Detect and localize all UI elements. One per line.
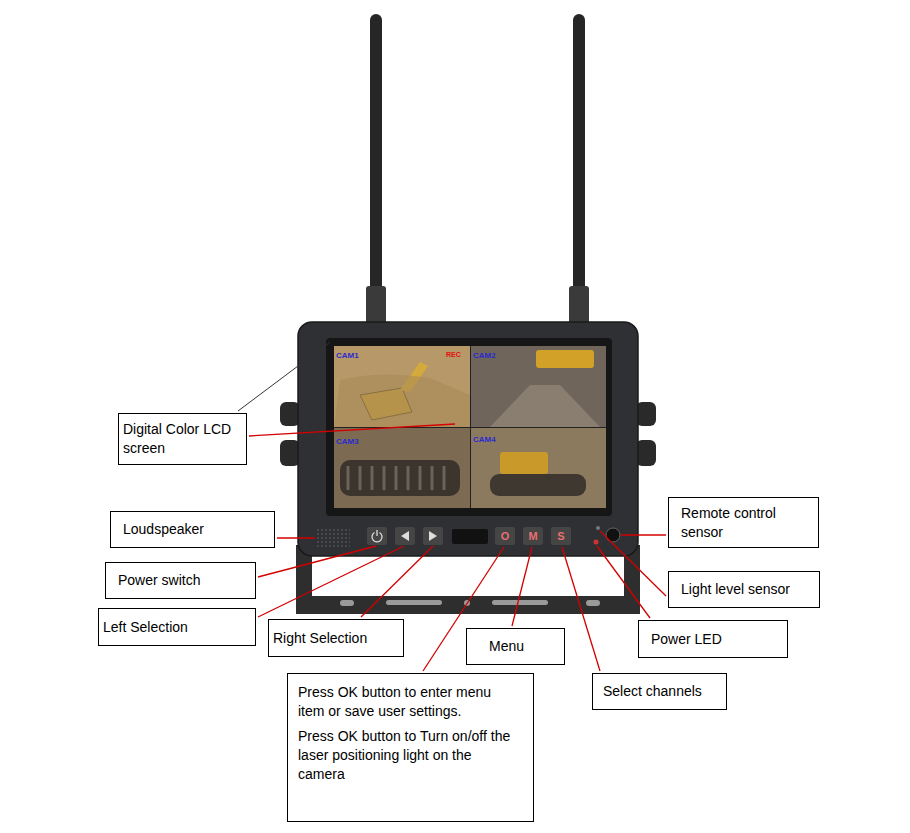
leader-line [277, 537, 315, 538]
bracket-slot [492, 600, 548, 605]
bracket-slot [340, 600, 354, 606]
callout-box: Power LED [638, 620, 788, 658]
leader-line [621, 534, 666, 535]
monitor-housing [298, 322, 638, 556]
camera-tag: CAM2 [473, 352, 496, 360]
button-letter: S [557, 531, 564, 542]
callout-box: Loudspeaker [110, 511, 275, 548]
camera-tag: CAM3 [336, 438, 359, 446]
callout-box: Remote control sensor [668, 497, 819, 548]
leader-line [258, 546, 404, 617]
callout-text: Menu [489, 637, 558, 656]
card-slot [452, 529, 488, 544]
callout-text: Press OK button to enter menu item or sa… [298, 683, 519, 721]
leader-line [238, 342, 330, 411]
bracket-slot [586, 600, 600, 606]
left-button [395, 527, 415, 545]
leader-line [597, 546, 650, 618]
left-arrow-icon [401, 531, 409, 541]
ok-button [495, 527, 515, 545]
loader [536, 350, 594, 368]
antenna-base [366, 286, 386, 326]
bracket-slot [386, 600, 442, 605]
leader-line [361, 546, 433, 617]
leader-line [258, 546, 376, 577]
callout-text: Right Selection [273, 629, 397, 648]
channel-button [551, 527, 571, 545]
speaker-grille [316, 527, 350, 548]
right-button [423, 527, 443, 545]
mount-knob [636, 402, 656, 426]
callout-text: Left Selection [103, 618, 249, 637]
camera-view [334, 428, 470, 508]
callout-text: Power switch [118, 571, 249, 590]
dozer-body [500, 452, 548, 474]
callout-text: Light level sensor [681, 580, 813, 599]
callout-text: Loudspeaker [123, 520, 268, 539]
leader-line [600, 531, 666, 596]
antenna [573, 14, 585, 294]
callout-text: Digital Color LCD screen [123, 420, 232, 458]
callout-text: Power LED [651, 630, 781, 649]
callout-box: Right Selection [268, 619, 404, 657]
leader-line [562, 547, 600, 671]
power-led [594, 540, 599, 545]
crawler-track [490, 474, 586, 496]
callout-box: Digital Color LCD screen [118, 413, 247, 465]
callout-text: Select channels [603, 682, 720, 701]
callout-box: Left Selection [98, 608, 256, 646]
antenna [370, 14, 382, 294]
crawler-track [340, 460, 460, 496]
screen-divider [334, 427, 606, 428]
power-icon [372, 530, 382, 542]
camera-view [471, 428, 606, 508]
mount-knob [280, 402, 300, 426]
callout-box: Light level sensor [668, 571, 820, 608]
camera-view [334, 346, 470, 427]
camera-tag: CAM4 [473, 436, 496, 444]
leader-line [249, 424, 455, 436]
track-path [490, 385, 600, 427]
camera-view [471, 346, 606, 427]
antenna-base [569, 286, 589, 326]
button-letter: M [528, 531, 537, 542]
callout-note: Press OK button to Turn on/off the laser… [298, 727, 519, 784]
right-arrow-icon [429, 531, 437, 541]
callout-box: Select channels [592, 673, 727, 710]
mount-knob [636, 440, 656, 466]
callout-box: Power switch [105, 562, 256, 599]
mount-knob [280, 440, 300, 466]
button-letter: O [501, 531, 510, 542]
light-sensor [596, 526, 600, 530]
leader-line [512, 547, 532, 626]
camera-tag: CAM1 [336, 352, 359, 360]
record-tag: REC [446, 351, 461, 358]
note-box: Press OK button to enter menu item or sa… [287, 673, 534, 822]
screen-bezel [326, 338, 612, 516]
dirt [334, 374, 470, 427]
menu-button [523, 527, 543, 545]
callout-box: Menu [466, 628, 565, 665]
callout-text: Remote control sensor [681, 504, 810, 542]
power-button [367, 527, 387, 545]
track-ridges [348, 466, 444, 490]
remote-sensor [606, 528, 620, 542]
